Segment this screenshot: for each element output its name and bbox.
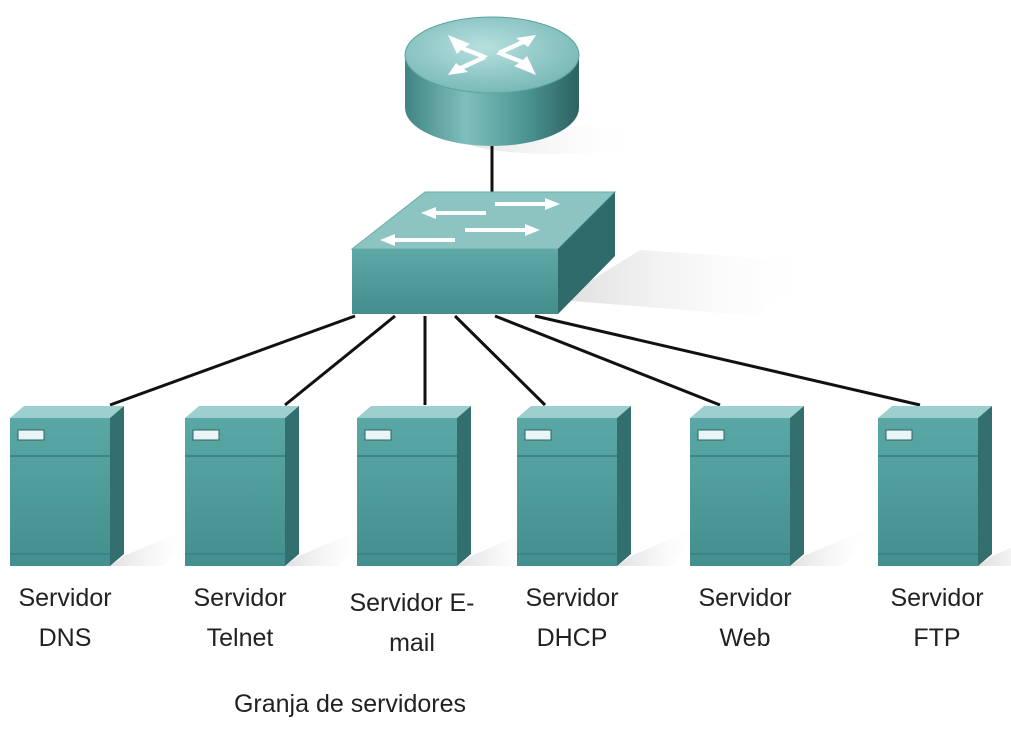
server-icon	[10, 406, 194, 566]
server-label-line1: Servidor	[525, 584, 619, 612]
server-label-line1: Servidor	[698, 584, 792, 612]
server-icon	[357, 406, 541, 566]
server-label-line1: Servidor	[18, 584, 112, 612]
server-label-line2: Web	[719, 624, 771, 652]
server-icon	[185, 406, 369, 566]
cable-0	[109, 314, 356, 407]
cables	[109, 314, 921, 407]
server-label-line2: Telnet	[206, 624, 274, 652]
servers	[10, 406, 1011, 566]
cable-4	[494, 314, 721, 407]
server-label-line1: Servidor E-	[349, 589, 475, 617]
diagram-caption: Granja de servidores	[233, 690, 467, 718]
cable-1	[284, 314, 396, 407]
server-label-line2: FTP	[913, 624, 961, 652]
server-label-line2: mail	[389, 629, 435, 657]
server-label-line2: DNS	[38, 624, 92, 652]
server-label-line2: DHCP	[536, 624, 608, 652]
cable-5	[534, 314, 921, 407]
server-label-line1: Servidor	[890, 584, 984, 612]
cable-3	[453, 314, 547, 407]
server-icon	[878, 406, 1011, 566]
server-icon	[690, 406, 874, 566]
server-label: Servidor E-mail	[337, 583, 487, 663]
server-label-line1: Servidor	[193, 584, 287, 612]
router-icon	[404, 16, 645, 154]
server-icon	[517, 406, 701, 566]
switch-icon	[350, 191, 820, 316]
